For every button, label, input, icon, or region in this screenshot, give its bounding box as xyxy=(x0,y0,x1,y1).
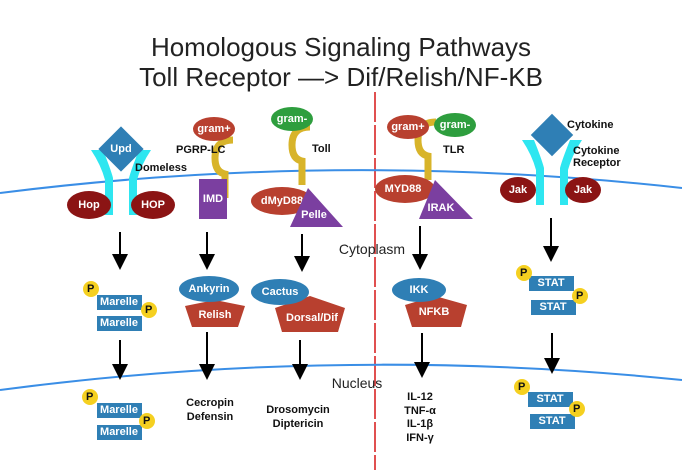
p-label: P xyxy=(145,304,152,316)
pathway-toll: gram- Toll dMyD88 Pelle Dorsal/Dif Cactu… xyxy=(251,107,345,430)
gram-positive-label: gram+ xyxy=(391,121,424,133)
jak-right xyxy=(565,177,601,203)
pathway-jak-stat-mammal: Cytokine Cytokine Receptor Jak Jak STAT … xyxy=(500,113,621,429)
output-defensin: Defensin xyxy=(187,411,234,423)
upd-label: Upd xyxy=(110,143,131,155)
phospho-circle xyxy=(572,288,588,304)
title-line1: Homologous Signaling Pathways xyxy=(151,32,531,62)
phospho-circle xyxy=(141,302,157,318)
jak-right-label: Jak xyxy=(574,184,593,196)
output-diptericin: Diptericin xyxy=(273,418,324,430)
relish-pentagon xyxy=(185,300,245,327)
nfkb-label: NFKB xyxy=(419,306,450,318)
hop-right xyxy=(131,191,175,219)
hop-left xyxy=(67,191,111,219)
marelle-box xyxy=(97,295,142,310)
cytokine-label: Cytokine xyxy=(567,119,613,131)
phospho-circle xyxy=(516,265,532,281)
stat-box xyxy=(531,300,576,315)
jak-left xyxy=(500,177,536,203)
pathway-jak-stat-fly: Upd Domeless Hop HOP Marelle Marelle P P… xyxy=(67,126,187,440)
output-cecropin: Cecropin xyxy=(186,397,234,409)
hop-right-label: HOP xyxy=(141,199,165,211)
stat-box xyxy=(530,414,575,429)
irak-triangle xyxy=(419,180,473,219)
marelle-box xyxy=(97,403,142,418)
upd-ligand xyxy=(98,126,144,172)
p-label: P xyxy=(518,381,525,393)
p-label: P xyxy=(86,391,93,403)
nucleus-label: Nucleus xyxy=(332,375,383,391)
stat-label: STAT xyxy=(536,393,563,405)
marelle-label: Marelle xyxy=(100,426,138,438)
cytokine-receptor-label-2: Receptor xyxy=(573,157,621,169)
myd88-label: MYD88 xyxy=(385,183,422,195)
jak-left-label: Jak xyxy=(509,184,528,196)
stat-box xyxy=(529,276,574,291)
ankyrin-ellipse xyxy=(179,276,239,302)
marelle-label: Marelle xyxy=(100,317,138,329)
cytokine-receptor-label-1: Cytokine xyxy=(573,145,619,157)
p-label: P xyxy=(143,415,150,427)
dorsal-dif-pentagon xyxy=(275,296,345,332)
nfkb-pentagon xyxy=(405,296,467,327)
marelle-label: Marelle xyxy=(100,404,138,416)
pelle-label: Pelle xyxy=(301,209,327,221)
dmyd88-ellipse xyxy=(251,187,313,215)
phospho-circle xyxy=(514,379,530,395)
gram-negative-ligand xyxy=(271,107,313,131)
nuclear-membrane xyxy=(0,363,682,391)
domeless-label: Domeless xyxy=(135,162,187,174)
ankyrin-label: Ankyrin xyxy=(189,283,230,295)
p-label: P xyxy=(576,290,583,302)
dmyd88-label: dMyD88 xyxy=(261,195,303,207)
phospho-circle xyxy=(139,413,155,429)
pathway-imd: gram+ PGRP-LC IMD Relish Ankyrin Cecropi… xyxy=(176,117,245,423)
phospho-circle xyxy=(569,401,585,417)
marelle-box xyxy=(97,425,142,440)
gram-negative-label: gram- xyxy=(277,113,308,125)
myd88-ellipse xyxy=(375,175,435,203)
relish-label: Relish xyxy=(198,309,231,321)
pathway-tlr: gram+ gram- TLR MYD88 IRAK NFKB IKK IL-1… xyxy=(375,113,476,444)
gram-negative-label: gram- xyxy=(440,119,471,131)
marelle-box xyxy=(97,316,142,331)
output-il12: IL-12 xyxy=(407,391,433,403)
stat-label: STAT xyxy=(537,277,564,289)
output-tnf-alpha: TNF-α xyxy=(404,405,436,417)
imd-label: IMD xyxy=(203,193,223,205)
cactus-label: Cactus xyxy=(262,286,299,298)
output-ifn-gamma: IFN-γ xyxy=(406,432,434,444)
gram-negative-ligand xyxy=(434,113,476,137)
toll-receptor xyxy=(292,127,310,185)
p-label: P xyxy=(520,267,527,279)
ikk-ellipse xyxy=(392,278,446,302)
stat-label: STAT xyxy=(539,301,566,313)
gram-positive-ligand xyxy=(193,117,235,141)
p-label: P xyxy=(573,403,580,415)
irak-label: IRAK xyxy=(428,202,455,214)
phospho-circle xyxy=(82,389,98,405)
pelle-triangle xyxy=(290,188,343,227)
phospho-circle xyxy=(83,281,99,297)
ikk-label: IKK xyxy=(410,284,429,296)
p-label: P xyxy=(87,283,94,295)
dorsal-dif-label: Dorsal/Dif xyxy=(286,312,338,324)
hop-left-label: Hop xyxy=(78,199,100,211)
gram-positive-ligand xyxy=(387,115,429,139)
stat-box xyxy=(528,392,573,407)
title-line2: Toll Receptor —> Dif/Relish/NF-KB xyxy=(139,62,543,92)
tlr-label: TLR xyxy=(443,144,464,156)
gram-positive-label: gram+ xyxy=(197,123,230,135)
output-drosomycin: Drosomycin xyxy=(266,404,330,416)
stat-label: STAT xyxy=(538,415,565,427)
marelle-label: Marelle xyxy=(100,296,138,308)
cytoplasm-label: Cytoplasm xyxy=(339,241,405,257)
cactus-ellipse xyxy=(251,279,309,305)
output-il1-beta: IL-1β xyxy=(407,418,434,430)
imd-box xyxy=(199,179,227,219)
pgrp-lc-label: PGRP-LC xyxy=(176,144,226,156)
toll-label: Toll xyxy=(312,143,331,155)
